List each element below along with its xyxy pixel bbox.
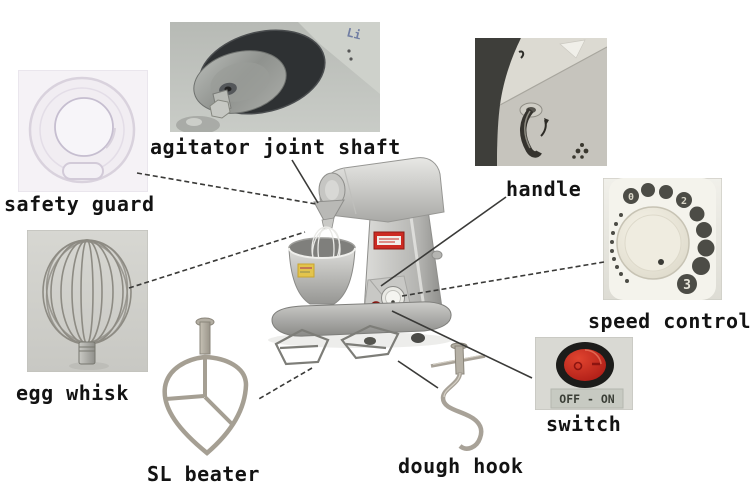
mixer-joint xyxy=(313,199,345,230)
rocker-switch xyxy=(564,349,606,381)
off-on-text: OFF - ON xyxy=(559,392,614,406)
dial-mark-2: 2 xyxy=(681,196,687,207)
egg-whisk-label: egg whisk xyxy=(16,381,129,405)
guard-tab xyxy=(62,162,104,180)
guard-inner-ring xyxy=(54,97,114,157)
agitator-joint-shaft-photo: Li xyxy=(170,22,380,132)
handle-label: handle xyxy=(506,177,582,201)
egg-whisk-photo xyxy=(27,230,148,372)
dial-mark-3: 3 xyxy=(683,278,691,293)
speed-control-photo: 0 2 3 xyxy=(603,178,722,300)
knob-pointer-dot xyxy=(658,259,664,265)
agitator-joint-shaft-label: agitator joint shaft xyxy=(150,135,401,159)
corner-sticker xyxy=(559,39,586,59)
sl-beater-label: SL beater xyxy=(147,462,260,486)
whisk-ferrule xyxy=(78,341,96,365)
safety-guard-label: safety guard xyxy=(4,192,155,216)
switch-plate xyxy=(550,388,624,409)
bowl-sticker xyxy=(297,263,315,278)
switch-label: switch xyxy=(546,412,622,436)
sl-beater-photo xyxy=(150,313,280,465)
dough-hook-label: dough hook xyxy=(398,454,524,478)
switch-photo: OFF - ON xyxy=(535,337,633,410)
arrow-mark-icon xyxy=(544,118,549,125)
stand-mixer-photo xyxy=(258,148,478,413)
shaft-hex-nut xyxy=(209,99,231,119)
beater-frame xyxy=(162,354,249,456)
whisk-wires xyxy=(42,239,132,345)
speed-control-label: speed control xyxy=(588,309,750,333)
safety-guard-photo xyxy=(18,70,148,192)
dial-mark-0: 0 xyxy=(628,192,634,203)
svg-text:Li: Li xyxy=(345,25,362,42)
speed-dial-dots xyxy=(610,183,715,294)
handle-photo xyxy=(475,38,607,166)
beater-shaft xyxy=(199,321,211,355)
machine-body-corner xyxy=(298,22,380,94)
